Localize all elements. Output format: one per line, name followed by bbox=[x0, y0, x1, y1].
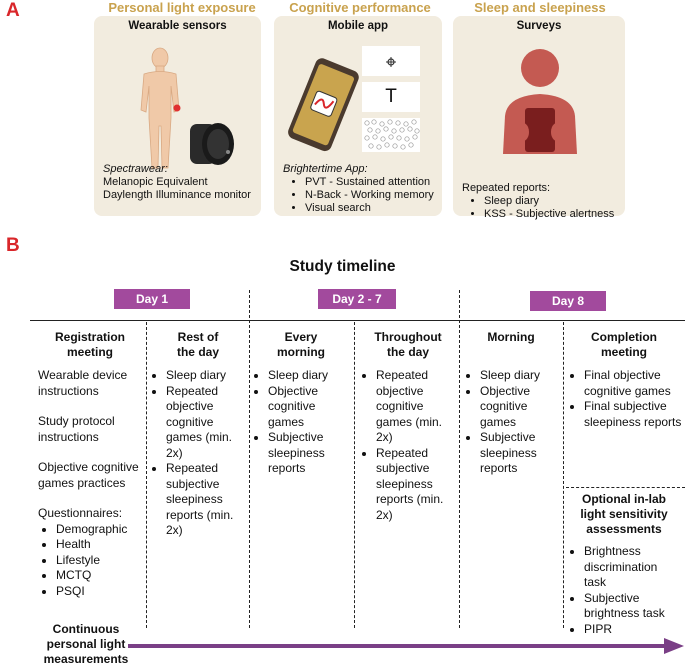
activity-item: Subjective sleepiness reports bbox=[480, 430, 562, 477]
instruction-paragraph: Wearable device instructions bbox=[38, 368, 128, 398]
optional-heading: Optional in-lab light sensitivity assess… bbox=[580, 492, 668, 536]
column-heading-rest-of-day: Rest of the day bbox=[176, 330, 219, 359]
day-divider bbox=[249, 290, 250, 628]
rest-of-day-content: Sleep diary Repeated objective cognitive… bbox=[148, 368, 248, 539]
device-line: Melanopic Equivalent bbox=[103, 176, 208, 188]
visual-search-screen bbox=[362, 118, 420, 152]
pvt-screen bbox=[362, 46, 420, 76]
activity-item: Repeated subjective sleepiness reports (… bbox=[376, 446, 458, 524]
instruction-paragraph: Objective cognitive games practices bbox=[38, 460, 139, 490]
panel-a-letter: A bbox=[6, 0, 20, 21]
day-label-2-7: Day 2 - 7 bbox=[318, 289, 396, 309]
column-heading-registration: Registration meeting bbox=[54, 330, 125, 359]
activity-item: Repeated objective cognitive games (min.… bbox=[166, 384, 248, 462]
survey-item: KSS - Subjective alertness bbox=[484, 208, 626, 221]
card-wearable-sensors: Wearable sensors Spectrawear: Melanopic … bbox=[94, 16, 261, 216]
card-title: Surveys bbox=[516, 20, 562, 32]
optional-divider bbox=[566, 487, 685, 488]
brightertime-label: Brightertime App: bbox=[283, 163, 368, 175]
card-title: Mobile app bbox=[327, 20, 389, 32]
task-item: PVT - Sustained attention bbox=[305, 176, 443, 189]
survey-item: Sleep diary bbox=[484, 195, 626, 208]
questionnaire-item: MCTQ bbox=[56, 568, 146, 584]
activity-item: Subjective sleepiness reports bbox=[268, 430, 352, 477]
questionnaire-item: Lifestyle bbox=[56, 553, 146, 569]
activity-item: Sleep diary bbox=[480, 368, 562, 384]
category-title-light: Personal light exposure bbox=[108, 0, 256, 15]
day-label-1: Day 1 bbox=[114, 289, 190, 309]
column-heading-throughout-day: Throughout the day bbox=[374, 330, 442, 359]
activity-item: Repeated objective cognitive games (min.… bbox=[376, 368, 458, 446]
column-divider bbox=[563, 322, 564, 628]
smartphone-icon bbox=[288, 58, 359, 152]
panel-b-letter: B bbox=[6, 235, 20, 256]
repeated-reports-label: Repeated reports: bbox=[462, 182, 551, 194]
timeline-title: Study timeline bbox=[289, 258, 396, 275]
questionnaire-item: Demographic bbox=[56, 522, 146, 538]
human-figure-with-wrist-sensor-icon bbox=[140, 47, 234, 169]
column-heading-every-morning: Every morning bbox=[277, 330, 325, 359]
activity-item: Repeated subjective sleepiness reports (… bbox=[166, 461, 248, 539]
questionnaire-item: Health bbox=[56, 537, 146, 553]
crosshair-icon bbox=[386, 57, 396, 67]
registration-content: Wearable device instructions Study proto… bbox=[38, 368, 146, 599]
person-with-tablet-icon bbox=[503, 49, 577, 154]
column-divider bbox=[146, 322, 147, 628]
card-mobile-app: Mobile app T Brightertime App: PV bbox=[274, 16, 442, 216]
activity-item: Sleep diary bbox=[166, 368, 248, 384]
nback-screen: T bbox=[362, 82, 420, 112]
activity-item: Objective cognitive games bbox=[480, 384, 562, 431]
column-heading-completion: Completion meeting bbox=[591, 330, 657, 359]
optional-content: Brightness discrimination task Subjectiv… bbox=[566, 544, 682, 637]
instruction-paragraph: Study protocol instructions bbox=[38, 414, 115, 444]
throughout-day-content: Repeated objective cognitive games (min.… bbox=[358, 368, 458, 523]
day-divider bbox=[459, 290, 460, 628]
completion-content: Final objective cognitive games Final su… bbox=[566, 368, 682, 430]
timeline-axis-line bbox=[30, 320, 685, 321]
continuous-arrow bbox=[128, 638, 684, 654]
questionnaire-item: PSQI bbox=[56, 584, 146, 600]
category-title-sleep: Sleep and sleepiness bbox=[474, 0, 606, 15]
task-item: Visual search bbox=[305, 202, 443, 215]
assessment-item: PIPR bbox=[584, 622, 682, 638]
category-title-cognitive: Cognitive performance bbox=[289, 0, 431, 15]
every-morning-content: Sleep diary Objective cognitive games Su… bbox=[250, 368, 352, 477]
continuous-measurements-label: Continuous personal light measurements bbox=[43, 622, 129, 666]
task-item: N-Back - Working memory bbox=[305, 189, 443, 202]
column-divider bbox=[354, 322, 355, 628]
column-heading-morning: Morning bbox=[487, 330, 535, 344]
morning-content: Sleep diary Objective cognitive games Su… bbox=[462, 368, 562, 477]
card-title: Wearable sensors bbox=[128, 20, 227, 32]
activity-item: Final objective cognitive games bbox=[584, 368, 682, 399]
questionnaires-label: Questionnaires: bbox=[38, 506, 123, 520]
day-label-8: Day 8 bbox=[530, 291, 606, 311]
assessment-item: Subjective brightness task bbox=[584, 591, 682, 622]
assessment-item: Brightness discrimination task bbox=[584, 544, 682, 591]
activity-item: Objective cognitive games bbox=[268, 384, 352, 431]
card-surveys: Surveys Repeated reports: Sleep diary KS… bbox=[453, 16, 626, 220]
visual-search-grid-icon bbox=[364, 119, 420, 150]
device-line: Daylength Illuminance monitor bbox=[103, 189, 251, 201]
spectrawear-label: Spectrawear: bbox=[103, 163, 168, 175]
activity-item: Final subjective sleepiness reports bbox=[584, 399, 682, 430]
activity-item: Sleep diary bbox=[268, 368, 352, 384]
